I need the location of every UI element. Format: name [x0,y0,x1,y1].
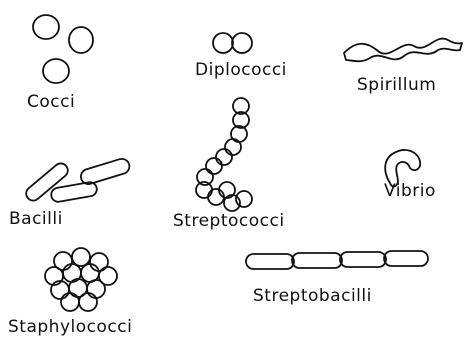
streptococci-illustration [196,98,252,211]
cocci-illustration [33,15,93,83]
vibrio-label: Vibrio [384,181,436,201]
bacilli-label: Bacilli [9,209,63,229]
streptobacilli-label: Streptobacilli [253,286,372,306]
streptococci-label: Streptococci [173,211,285,231]
cocci-label: Cocci [27,92,75,112]
diplococci-illustration [213,33,252,53]
bacilli-illustration [23,157,131,203]
spirillum-label: Spirillum [357,75,436,95]
staphylococci-label: Staphylococci [8,317,132,337]
spirillum-illustration [344,39,462,62]
staphylococci-illustration [45,248,117,311]
streptobacilli-illustration [246,251,428,269]
diplococci-label: Diplococci [195,60,287,80]
